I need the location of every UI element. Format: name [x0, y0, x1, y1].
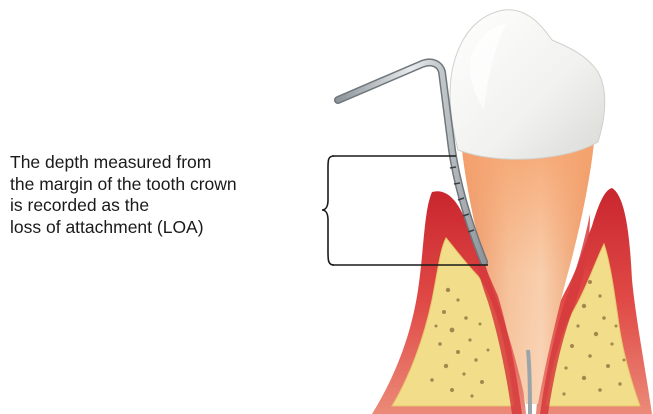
caption-line-3: is recorded as the: [10, 195, 330, 217]
loa-caption: The depth measured from the margin of th…: [10, 152, 330, 238]
caption-line-4: loss of attachment (LOA): [10, 217, 330, 239]
root-canal: [528, 350, 530, 414]
caption-line-1: The depth measured from: [10, 152, 330, 174]
caption-line-2: the margin of the tooth crown: [10, 174, 330, 196]
